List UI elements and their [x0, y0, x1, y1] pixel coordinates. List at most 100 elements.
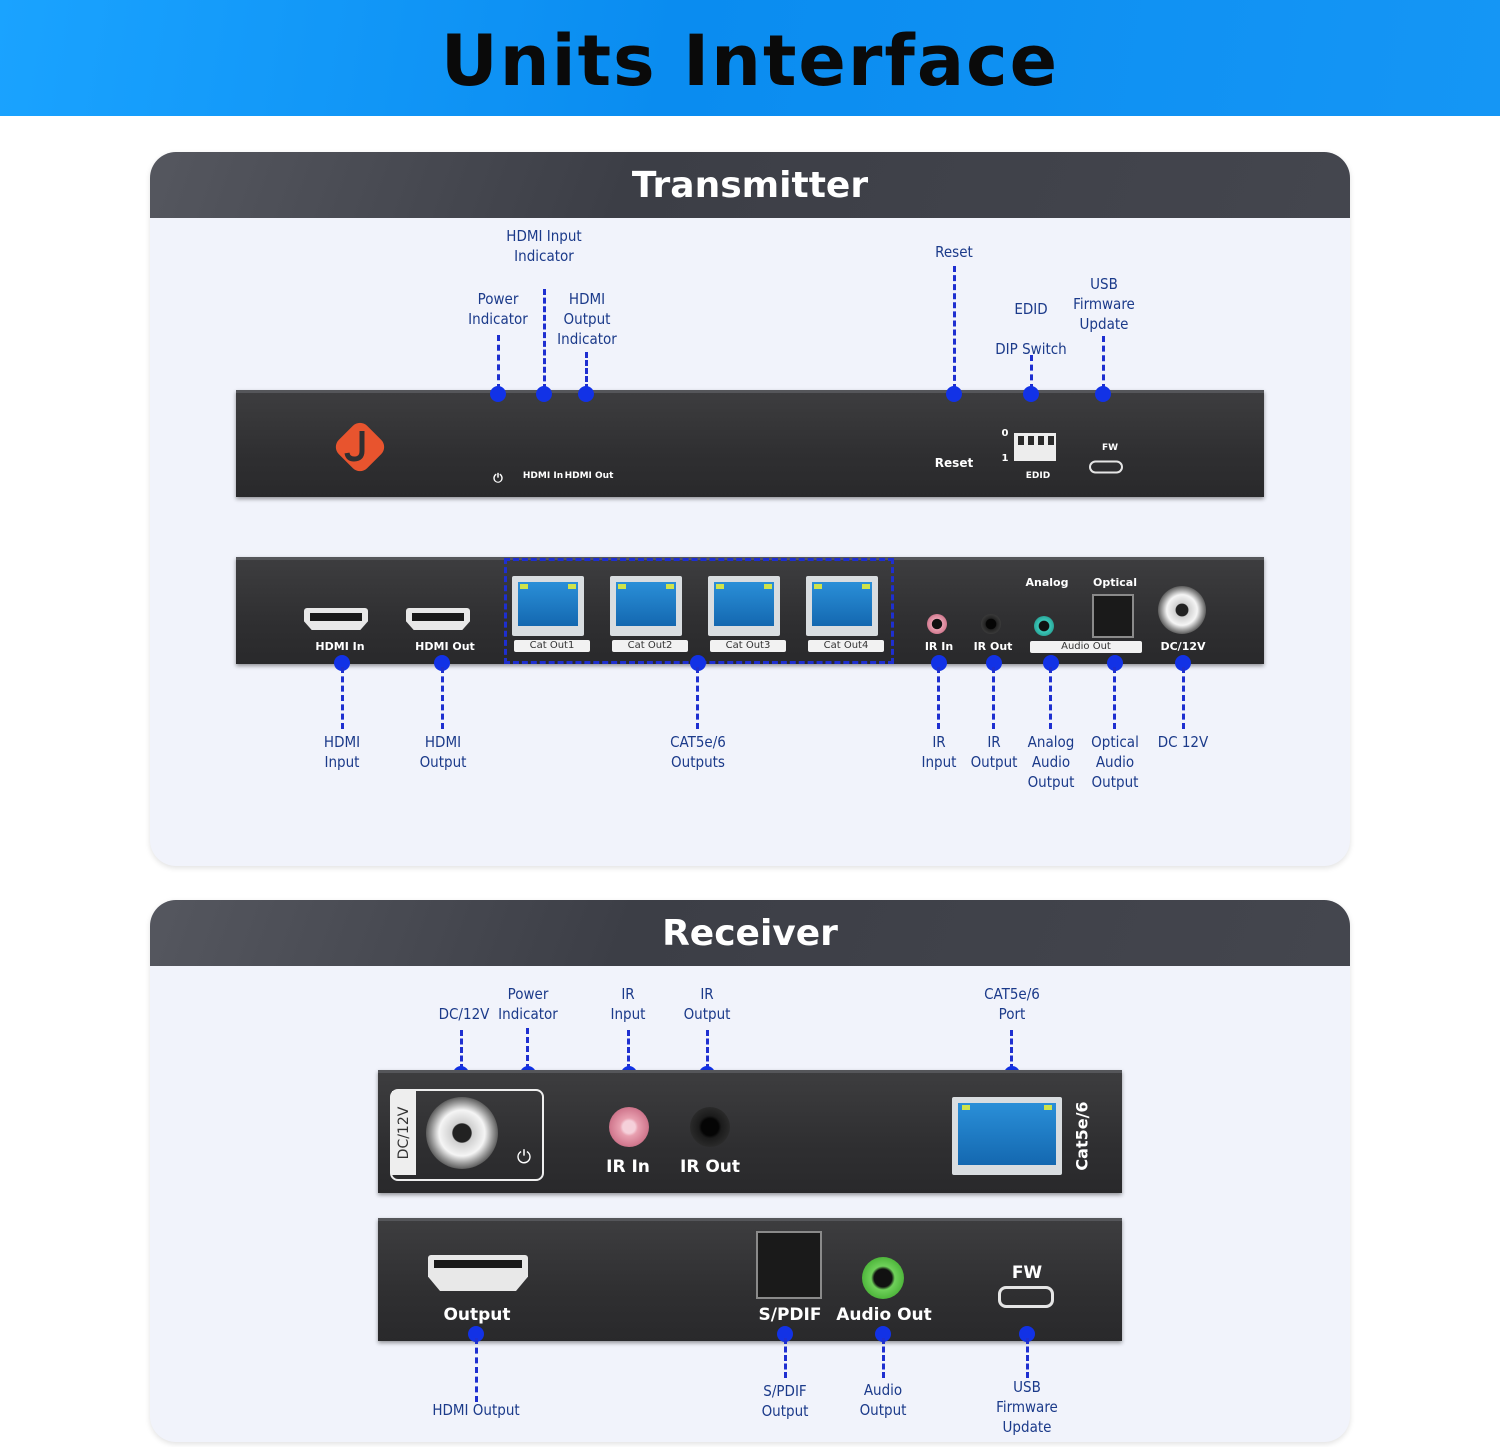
- callout-rx-power: Power Indicator: [498, 985, 558, 1023]
- rx-cat-port[interactable]: [952, 1097, 1062, 1175]
- callout-line: [543, 289, 546, 390]
- callout-line: [585, 352, 588, 390]
- rx-hdmi-output-port[interactable]: [428, 1255, 528, 1291]
- cat-out2-port[interactable]: [610, 576, 682, 636]
- transmitter-title: Transmitter: [631, 165, 869, 206]
- usb-port[interactable]: [1089, 460, 1123, 474]
- callout-dc-12v: DC 12V: [1157, 733, 1209, 751]
- rear-ir-out-label: IR Out: [973, 640, 1013, 653]
- analog-audio-jack[interactable]: [1034, 616, 1054, 636]
- callout-line: [1049, 667, 1052, 729]
- dc-power-jack[interactable]: [1158, 586, 1206, 634]
- callout-line: [1010, 1030, 1013, 1070]
- cat-out3-port[interactable]: [708, 576, 780, 636]
- callout-rx-ir-output: IR Output: [683, 985, 731, 1023]
- callout-hdmi-output-indicator: HDMI Output Indicator: [557, 290, 617, 348]
- callout-line: [475, 1338, 478, 1402]
- dc-power-frame: [390, 1089, 544, 1181]
- callout-line: [1113, 667, 1116, 729]
- edid-dip-switch[interactable]: [1014, 433, 1056, 461]
- fw-label: FW: [1101, 443, 1119, 453]
- callout-dot: [690, 655, 706, 671]
- rx-cat-label: Cat5e/6: [1072, 1101, 1092, 1171]
- rx-usb-port[interactable]: [998, 1286, 1054, 1308]
- callout-dot: [1175, 655, 1191, 671]
- callout-analog-audio-output: Analog Audio Output: [1027, 733, 1075, 791]
- dip-1-label: 1: [1001, 453, 1009, 464]
- callout-rx-cat: CAT5e/6 Port: [984, 985, 1040, 1023]
- receiver-front-device: DC/12V ⏻ IR In IR Out Cat5e/6: [378, 1070, 1122, 1193]
- cat-out3-label: Cat Out3: [710, 640, 786, 652]
- callout-usb-firmware-update: USB Firmware Update: [1073, 275, 1135, 333]
- rear-hdmi-in-label: HDMI In: [315, 640, 365, 653]
- callout-line: [953, 266, 956, 390]
- callout-reset: Reset: [935, 243, 973, 261]
- callout-dot: [434, 655, 450, 671]
- callout-dot: [986, 655, 1002, 671]
- callout-line: [1026, 1338, 1029, 1378]
- transmitter-rear-device: HDMI In HDMI Out Cat Out1 Cat Out2 Cat O…: [236, 557, 1264, 664]
- callout-cat-outputs: CAT5e/6 Outputs: [670, 733, 726, 771]
- callout-line: [627, 1030, 630, 1070]
- cat-out4-port[interactable]: [806, 576, 878, 636]
- callout-dot: [578, 386, 594, 402]
- callout-line: [1182, 667, 1185, 729]
- callout-rx-audio-output: Audio Output: [859, 1381, 907, 1419]
- hdmi-out-port[interactable]: [406, 608, 470, 630]
- callout-line: [460, 1030, 463, 1070]
- callout-line: [441, 667, 444, 729]
- callout-power-indicator: Power Indicator: [468, 290, 528, 328]
- callout-line: [341, 667, 344, 729]
- receiver-title: Receiver: [662, 913, 838, 954]
- cat-outputs-highlight: [504, 558, 894, 664]
- callout-rx-hdmi-output: HDMI Output: [432, 1401, 520, 1419]
- callout-hdmi-input-indicator: HDMI Input Indicator: [506, 227, 582, 265]
- callout-dot: [468, 1326, 484, 1342]
- rx-spdif-label: S/PDIF: [758, 1305, 822, 1325]
- cat-out1-port[interactable]: [512, 576, 584, 636]
- callout-dot: [334, 655, 350, 671]
- callout-rx-dc: DC/12V: [438, 1005, 490, 1023]
- cat-out1-label: Cat Out1: [514, 640, 590, 652]
- rx-spdif-port[interactable]: [756, 1231, 822, 1299]
- rx-audio-out-label: Audio Out: [836, 1305, 932, 1325]
- dip-0-label: 0: [1001, 428, 1009, 439]
- callout-dot: [1019, 1326, 1035, 1342]
- rx-audio-out-jack[interactable]: [862, 1257, 904, 1299]
- callout-rx-usb-firmware-update: USB Firmware Update: [996, 1378, 1058, 1436]
- ir-in-jack[interactable]: [927, 614, 947, 634]
- reset-label: Reset: [934, 456, 974, 470]
- rx-ir-out-label: IR Out: [679, 1157, 741, 1177]
- rx-dc-power-jack[interactable]: [426, 1097, 498, 1169]
- callout-line: [526, 1028, 529, 1070]
- power-led-icon: ⏻: [493, 471, 503, 485]
- analog-label: Analog: [1025, 576, 1069, 589]
- rx-ir-in-jack[interactable]: [609, 1107, 649, 1147]
- callout-line: [706, 1030, 709, 1070]
- callout-dot: [946, 386, 962, 402]
- edid-label: EDID: [1025, 471, 1051, 481]
- callout-dot: [1107, 655, 1123, 671]
- ir-out-jack[interactable]: [981, 614, 1001, 634]
- brand-logo-icon: [335, 422, 385, 472]
- callout-line: [497, 335, 500, 390]
- callout-dot: [1023, 386, 1039, 402]
- optical-port[interactable]: [1092, 594, 1134, 638]
- callout-dot: [1043, 655, 1059, 671]
- cat-out2-label: Cat Out2: [612, 640, 688, 652]
- rx-output-label: Output: [443, 1305, 511, 1325]
- dc-label-strip: [392, 1091, 416, 1175]
- rx-power-led-icon: ⏻: [516, 1147, 532, 1168]
- callout-dot: [777, 1326, 793, 1342]
- page-title: Units Interface: [440, 20, 1060, 102]
- rx-ir-out-jack[interactable]: [690, 1107, 730, 1147]
- transmitter-header: Transmitter: [150, 152, 1350, 218]
- callout-line: [992, 667, 995, 729]
- rx-ir-in-label: IR In: [606, 1157, 650, 1177]
- hdmi-in-port[interactable]: [304, 608, 368, 630]
- rear-hdmi-out-label: HDMI Out: [415, 640, 475, 653]
- callout-dot: [1095, 386, 1111, 402]
- callout-line: [937, 667, 940, 729]
- callout-line: [1030, 355, 1033, 390]
- callout-rx-ir-input: IR Input: [610, 985, 646, 1023]
